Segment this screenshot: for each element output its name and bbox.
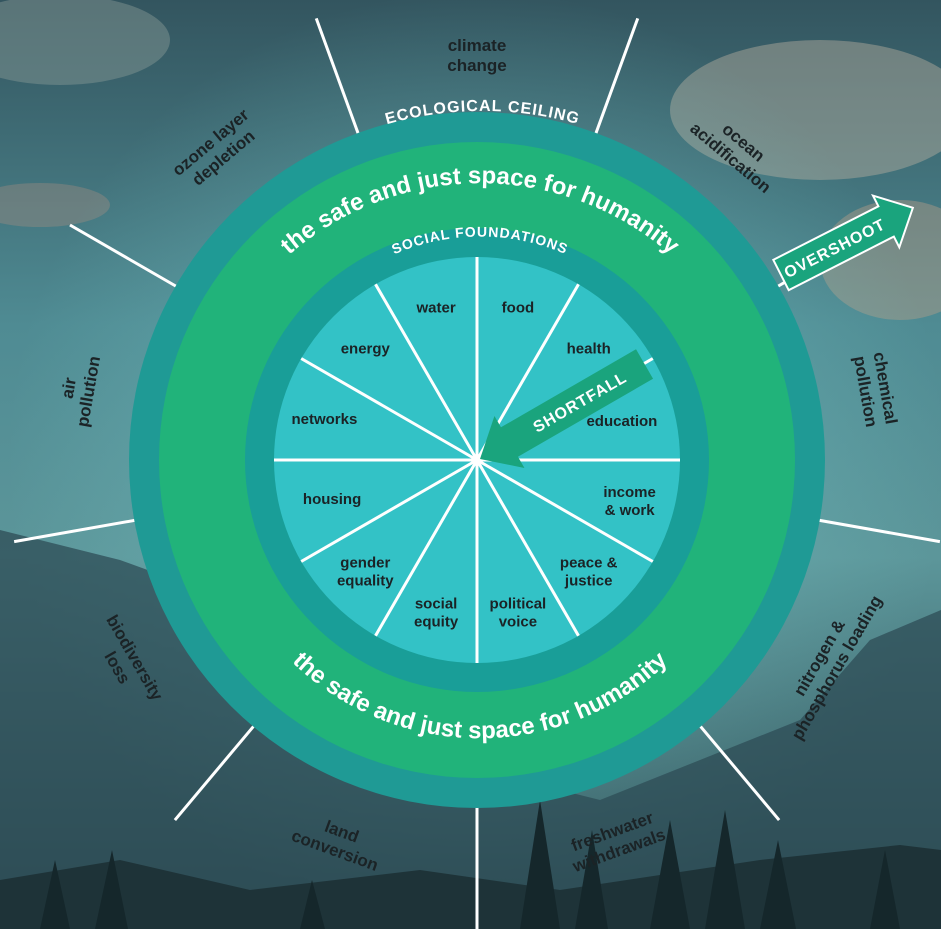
outer-spoke [314, 17, 361, 137]
social-label-line: equality [337, 573, 394, 590]
social-label-line: voice [499, 614, 537, 631]
social-label-line: income [603, 484, 656, 501]
inner-spoke [300, 357, 478, 462]
social-label-line: education [586, 413, 657, 430]
cloud-shape [0, 0, 170, 85]
ecological-label-line: climate [448, 36, 507, 55]
outer-spoke [816, 518, 941, 544]
social-dimension-label: health [567, 340, 611, 357]
social-label-line: social [415, 596, 458, 613]
outer-spoke [173, 723, 257, 822]
tree-silhouettes [40, 800, 900, 929]
social-label-line: networks [291, 411, 357, 428]
social-dimension-labels: food health education income& work peace &ju… [291, 299, 657, 630]
inner-spoke [374, 283, 479, 461]
social-dimension-label: housing [303, 491, 361, 508]
overshoot-arrow-shape [771, 193, 915, 292]
social-dimension-label: income& work [603, 484, 656, 519]
social-label-line: housing [303, 491, 361, 508]
social-dimension-label: water [416, 299, 456, 316]
social-label-line: peace & [560, 555, 618, 572]
inner-spoke [476, 458, 654, 563]
inner-spoke [475, 459, 580, 637]
social-label-line: energy [341, 340, 391, 357]
social-dimension-label: energy [341, 340, 391, 357]
social-label-line: food [502, 299, 534, 316]
shortfall-arrow-shape [480, 349, 654, 468]
foreground-hill [0, 845, 941, 929]
outer-spoke [69, 223, 179, 289]
inner-spoke [374, 459, 479, 637]
outer-spoke [593, 17, 640, 137]
social-dimension-label: food [502, 299, 534, 316]
social-dimension-label: networks [291, 411, 357, 428]
social-dimension-label: education [586, 413, 657, 430]
outer-spoke [13, 518, 138, 544]
social-label-line: & work [605, 502, 656, 519]
ecological-label-line: change [447, 56, 507, 75]
outer-spoke [697, 723, 781, 822]
ecological-label-line: air [58, 376, 80, 400]
social-label-line: gender [340, 555, 390, 572]
social-label-line: water [416, 299, 456, 316]
inner-spoke [300, 458, 478, 563]
social-label-line: health [567, 340, 611, 357]
social-label-line: political [490, 596, 547, 613]
social-dimension-label: peace &justice [560, 555, 618, 590]
social-label-line: justice [564, 573, 613, 590]
social-label-line: equity [414, 614, 459, 631]
